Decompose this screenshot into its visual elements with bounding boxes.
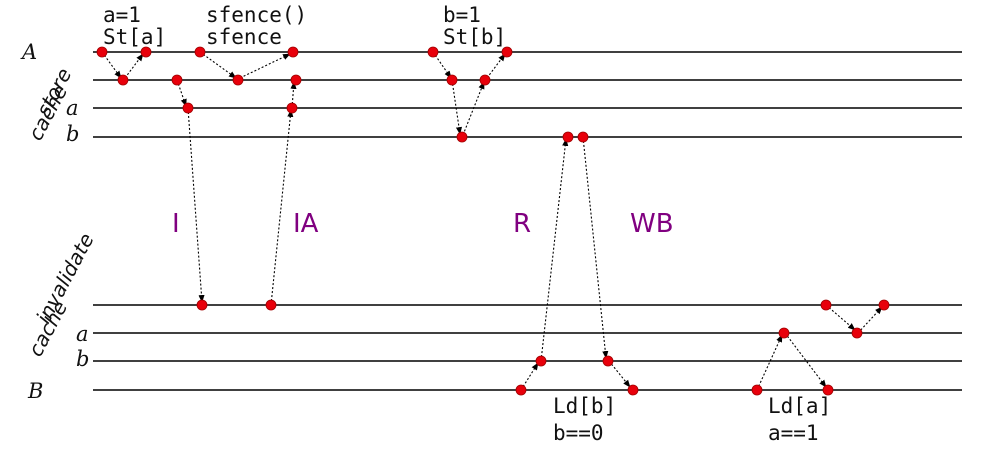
op-sfence-call: sfence() — [206, 3, 307, 27]
event-dot — [820, 299, 832, 311]
message-invalidate: I — [172, 209, 180, 239]
lane-label-b-bottom: b — [76, 347, 89, 371]
event-dot — [851, 327, 863, 339]
event-dot — [196, 299, 208, 311]
event-dot — [265, 299, 277, 311]
lane-label-B: B — [27, 379, 43, 403]
operation-labels: a=1 St[a] sfence() sfence b=1 St[b] Ld[b… — [103, 3, 831, 445]
event-dot — [778, 327, 790, 339]
arrow-11 — [462, 81, 485, 136]
op-sfence: sfence — [206, 25, 282, 49]
op-b-equals-1: b=1 — [443, 3, 481, 27]
arrow-18 — [784, 332, 827, 388]
arrow-3 — [199, 51, 237, 79]
lane-label-a-top: a — [66, 96, 79, 120]
event-dot — [286, 102, 298, 114]
event-dot — [515, 384, 527, 396]
arrow-15 — [582, 136, 609, 359]
op-ld-a: Ld[a] — [768, 394, 831, 418]
arrows — [101, 51, 883, 391]
event-dot — [562, 131, 574, 143]
op-a-equals-1: a=1 — [103, 3, 141, 27]
event-dot — [456, 131, 468, 143]
arrow-10 — [451, 79, 463, 135]
event-dot — [232, 74, 244, 86]
lane-label-A: A — [20, 40, 37, 64]
arrow-7 — [270, 109, 294, 306]
lane-label-a-bottom: a — [76, 322, 89, 346]
event-dot — [290, 74, 302, 86]
arrow-17 — [756, 334, 783, 391]
lane-label-b-top: b — [66, 122, 79, 146]
arrow-14 — [540, 138, 569, 362]
lane-label-store-cache: cache — [23, 81, 72, 145]
event-dot — [751, 384, 763, 396]
op-a-equals-1-check: a==1 — [768, 421, 819, 445]
arrow-6 — [187, 107, 205, 303]
event-dots — [96, 46, 890, 396]
op-st-b: St[b] — [443, 25, 506, 49]
event-dot — [479, 74, 491, 86]
event-dot — [535, 355, 547, 367]
event-dot — [194, 46, 206, 58]
event-dot — [117, 74, 129, 86]
event-dot — [627, 384, 639, 396]
event-dot — [140, 46, 152, 58]
op-ld-b: Ld[b] — [553, 394, 616, 418]
op-st-a: St[a] — [103, 25, 166, 49]
event-dot — [822, 384, 834, 396]
arrow-20 — [857, 306, 883, 334]
message-read: R — [513, 209, 531, 239]
event-dot — [182, 102, 194, 114]
arrow-12 — [486, 53, 506, 79]
event-dot — [878, 299, 890, 311]
event-dot — [446, 74, 458, 86]
arrow-19 — [825, 304, 856, 331]
event-dot — [171, 74, 183, 86]
lane-labels: A store cache a b invalidate cache a b B — [20, 40, 99, 403]
event-dot — [427, 46, 439, 58]
message-labels: I IA R WB — [172, 209, 674, 239]
arrow-2 — [124, 53, 144, 79]
op-b-equals-0: b==0 — [553, 421, 604, 445]
lane-label-invalidate-cache: cache — [23, 297, 72, 361]
event-dot — [577, 131, 589, 143]
message-invalidate-ack: IA — [293, 209, 319, 239]
event-dot — [287, 46, 299, 58]
event-dot — [602, 355, 614, 367]
arrow-16 — [608, 360, 631, 388]
arrow-4 — [239, 53, 291, 79]
event-dot — [501, 46, 513, 58]
event-dot — [96, 46, 108, 58]
message-writeback: WB — [630, 209, 674, 239]
